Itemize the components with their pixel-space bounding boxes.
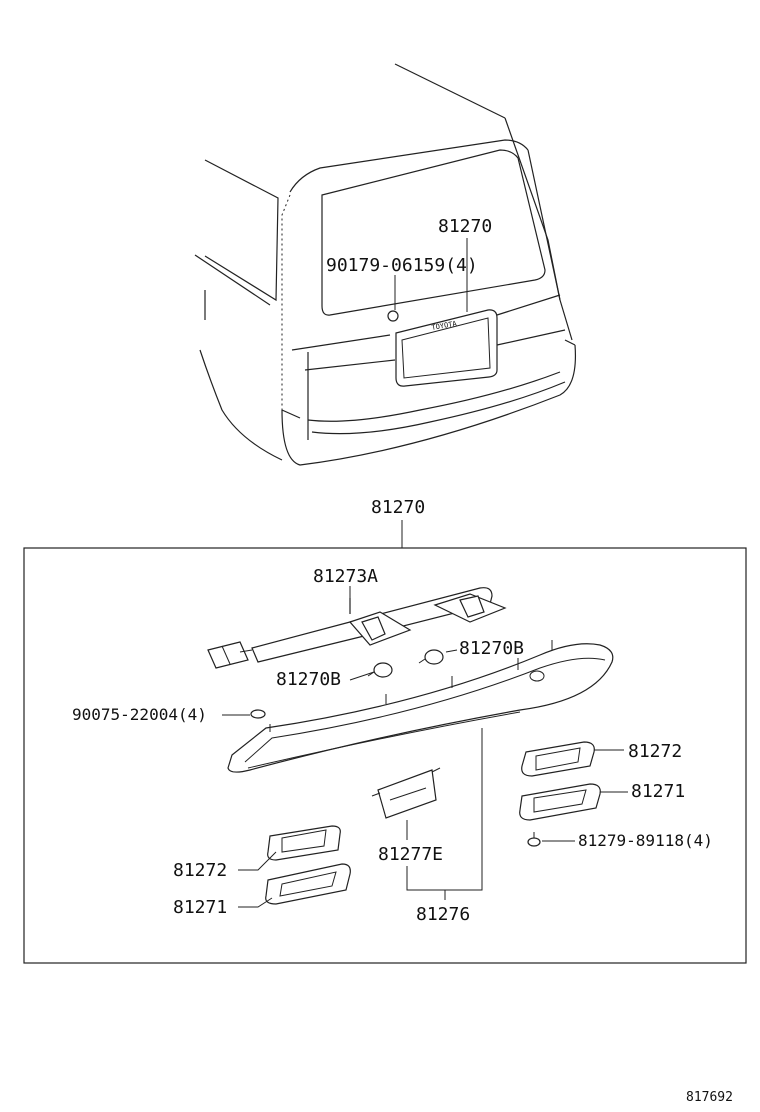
clip <box>250 709 266 719</box>
bulb-right <box>418 649 444 665</box>
callout-lens-left: 81272 <box>173 860 227 881</box>
callout-housing-right: 81271 <box>631 781 685 802</box>
license-garnish-bar <box>227 640 614 773</box>
callout-bulb-right: 81270B <box>459 638 524 659</box>
callout-bracket: 81277E <box>378 844 443 865</box>
screw <box>527 832 541 847</box>
callout-housing-left: 81271 <box>173 897 227 918</box>
lens-left <box>267 825 341 861</box>
callout-wire-harness: 81273A <box>313 566 378 587</box>
assembly-group-label: 81270 <box>371 497 425 518</box>
callout-bulb-left: 81270B <box>276 669 341 690</box>
callout-bracket-group: 81276 <box>416 904 470 925</box>
callout-garnish-car: 81270 <box>438 216 492 237</box>
housing-left <box>265 863 351 905</box>
housing-right <box>519 783 601 821</box>
callout-screw: 81279-89118(4) <box>578 831 713 850</box>
bracket <box>371 767 441 819</box>
callout-clip: 90075-22004(4) <box>72 705 207 724</box>
car-rear-view: TOYOTA <box>194 63 577 466</box>
reference-number: 817692 <box>686 1090 733 1105</box>
callout-lens-right: 81272 <box>628 741 682 762</box>
lens-right <box>521 741 595 777</box>
bulb-left <box>367 662 393 678</box>
wire-harness <box>207 587 507 669</box>
assembly-frame <box>23 547 747 964</box>
callout-bolt: 90179-06159(4) <box>326 255 478 276</box>
